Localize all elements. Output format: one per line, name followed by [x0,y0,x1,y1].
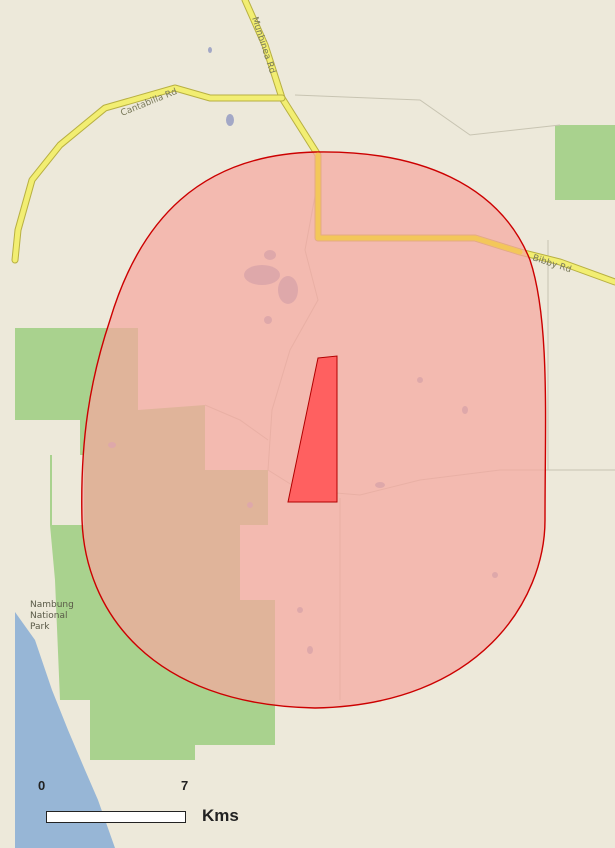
ocean [15,612,115,848]
scale-label-max: 7 [181,778,189,793]
park-east [555,125,615,200]
park-clearing [52,455,84,525]
park-label: Nambung National Park [30,600,74,632]
scale-unit: Kms [202,806,239,825]
scale-bar [46,811,186,823]
site-polygon [287,355,338,503]
highlighted-roads [315,152,523,255]
scale-label-zero: 0 [38,778,46,793]
